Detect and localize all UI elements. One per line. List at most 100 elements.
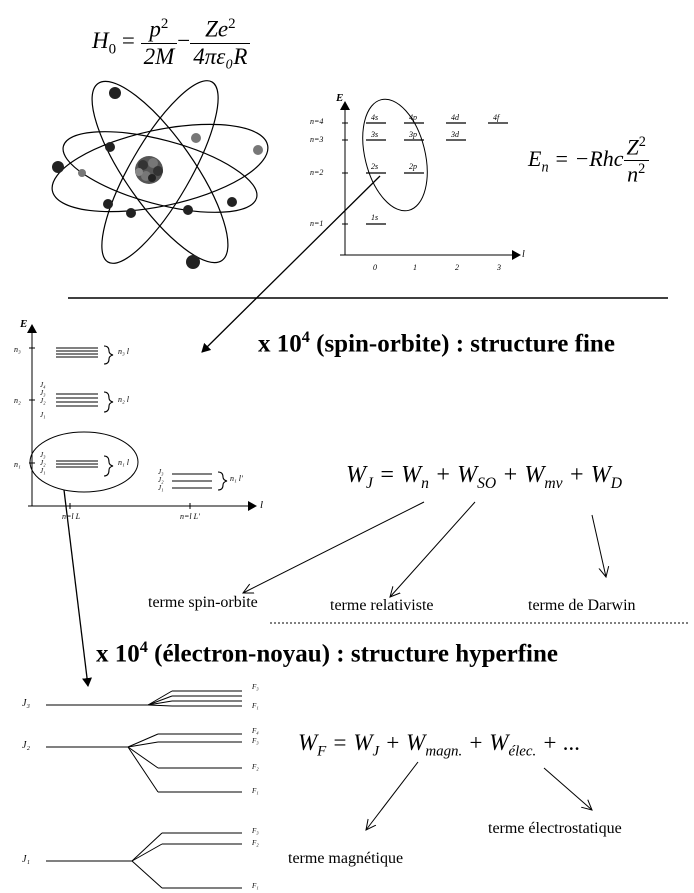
hyperfine-eq-lhs: W [298, 730, 318, 755]
fine-j3-n1: J₃ [40, 451, 46, 459]
fine-eq-wn: = W [378, 462, 422, 488]
hyperfine-eq-wmagn-sub: magn. [425, 743, 463, 760]
hyperfine-eq-lhs-sub: F [317, 743, 327, 760]
fine-eq-wn-sub: n [421, 474, 429, 492]
hyperfine-term-arrows [366, 761, 592, 830]
fine-equation: WJ = Wn + WSO + Wmv + WD [346, 462, 622, 493]
hyperfine-heading-base: x 10 [96, 640, 140, 668]
fine-x-label-l: n=l L [62, 512, 81, 521]
energy-lhs: E [528, 145, 542, 171]
energy-den: n [627, 161, 639, 187]
electrons [52, 87, 263, 269]
fine-j3-n2: J₃ [40, 389, 46, 397]
fine-eq-wd-sub: D [610, 474, 622, 492]
hyperfine-j2-f2: F₂ [252, 763, 259, 771]
fine-axis-e: E [20, 318, 28, 330]
level-label-n2: n=2 [310, 168, 324, 177]
fine-axis-l: l [260, 499, 264, 511]
level-3p: 3p [409, 130, 417, 139]
level-3d: 3d [451, 130, 459, 139]
level-2s: 2s [371, 162, 379, 171]
arrow-to-fine-structure [201, 175, 381, 353]
level-3s: 3s [371, 130, 379, 139]
energy-den-sup: 2 [638, 161, 646, 178]
energy-num-sup: 2 [638, 134, 646, 150]
level-4f: 4f [493, 113, 500, 122]
fine-eq-wso: + W [434, 462, 478, 488]
level-label-n3: n=3 [310, 135, 324, 144]
hyperfine-j2-f1: F₁ [252, 787, 259, 795]
fine-eq-wd: + W [568, 462, 611, 488]
energy-rhs: = −Rhc [554, 145, 624, 171]
kinetic-num-sup: 2 [160, 16, 169, 32]
level-4p: 4p [409, 113, 417, 122]
term-electrostatic: terme électrostatique [488, 820, 622, 837]
fine-eq-wmv: + W [502, 462, 545, 488]
fine-j1-n1: J₁ [40, 467, 46, 475]
level-label-n1: n=1 [310, 219, 324, 228]
hyperfine-j2-f3: F₃ [252, 737, 259, 745]
fine-row-n2: n₂ [14, 396, 21, 405]
fine-eq-lhs-sub: J [366, 474, 373, 492]
hyperfine-j2: J₂ [22, 740, 30, 751]
hyperfine-eq-ellipsis: + ... [541, 730, 581, 755]
hyperfine-eq-wj-sub: J [372, 743, 380, 760]
hyperfine-j1-f1: F₁ [252, 882, 259, 890]
fine-heading-sup: 4 [301, 328, 310, 346]
fine-brace-n1: n₁ l [118, 458, 130, 467]
fine-x-label-lprime: n=l L' [180, 512, 200, 521]
fine-brace-n2: n₂ l [118, 395, 130, 404]
hyperfine-eq-welec: + W [468, 730, 509, 755]
hyperfine-j3-f3: F₃ [252, 683, 259, 691]
energy-equation: En = −Rhc Z2 n2 [528, 134, 649, 188]
fine-eq-wmv-sub: mv [544, 474, 563, 492]
hyperfine-j1: J₁ [22, 854, 30, 865]
hyperfine-j1-f3: F₃ [252, 827, 259, 835]
fine-j1-right: J₁ [158, 484, 164, 492]
nucleus [135, 156, 163, 184]
hyperfine-j1-f2: F₂ [252, 839, 259, 847]
hyperfine-j2-f4: F₄ [252, 727, 259, 735]
term-darwin: terme de Darwin [528, 597, 636, 614]
level-tick-2: 2 [455, 263, 459, 272]
fine-eq-lhs: W [346, 462, 366, 488]
term-relativistic: terme relativiste [330, 597, 434, 614]
level-tick-0: 0 [373, 263, 377, 272]
hyperfine-structure-heading: x 104 (électron-noyau) : structure hyper… [96, 638, 558, 668]
hyperfine-j3-f1: F₁ [252, 702, 259, 710]
kinetic-den: 2M [143, 43, 175, 69]
hyperfine-equation: WF = WJ + Wmagn. + Wélec. + ... [298, 730, 581, 761]
fine-structure-diagram [27, 324, 257, 511]
term-magnetic: terme magnétique [288, 850, 404, 867]
hyperfine-heading-sup: 4 [139, 638, 148, 656]
fine-row-n3: n₃ [14, 345, 21, 354]
hamiltonian-equation: H0 = p2 2M − Ze2 4πε₀R [92, 16, 251, 70]
hyperfine-structure-diagram [46, 690, 242, 889]
energy-fraction: Z2 n2 [623, 134, 649, 188]
coulomb-fraction: Ze2 4πε₀R [190, 16, 251, 70]
energy-num: Z [626, 134, 639, 160]
fine-j2-n2: J₂ [40, 397, 46, 405]
hamiltonian-lhs: H [92, 28, 109, 54]
hyperfine-eq-wj: = W [332, 730, 373, 755]
hyperfine-eq-wmagn: + W [384, 730, 426, 755]
kinetic-fraction: p2 2M [140, 16, 178, 70]
hyperfine-j3: J₃ [22, 698, 30, 709]
hamiltonian-minus: − [177, 28, 191, 54]
hyperfine-eq-welec-sub: élec. [508, 743, 537, 760]
level-axis-e: E [336, 92, 344, 104]
level-tick-3: 3 [497, 263, 501, 272]
level-4d: 4d [451, 113, 459, 122]
level-tick-1: 1 [413, 263, 417, 272]
fine-heading-base: x 10 [258, 330, 302, 358]
level-label-n4: n=4 [310, 117, 324, 126]
energy-level-diagram [340, 98, 521, 260]
fine-j4-n2: J₄ [40, 381, 46, 389]
fine-brace-n1-lprime: n₁ l' [230, 474, 243, 483]
fine-eq-wso-sub: SO [477, 474, 497, 492]
coulomb-num: Ze [205, 16, 229, 42]
fine-structure-heading: x 104 (spin-orbite) : structure fine [258, 328, 615, 358]
fine-row-n1: n₁ [14, 460, 21, 469]
atom-illustration [51, 80, 269, 269]
